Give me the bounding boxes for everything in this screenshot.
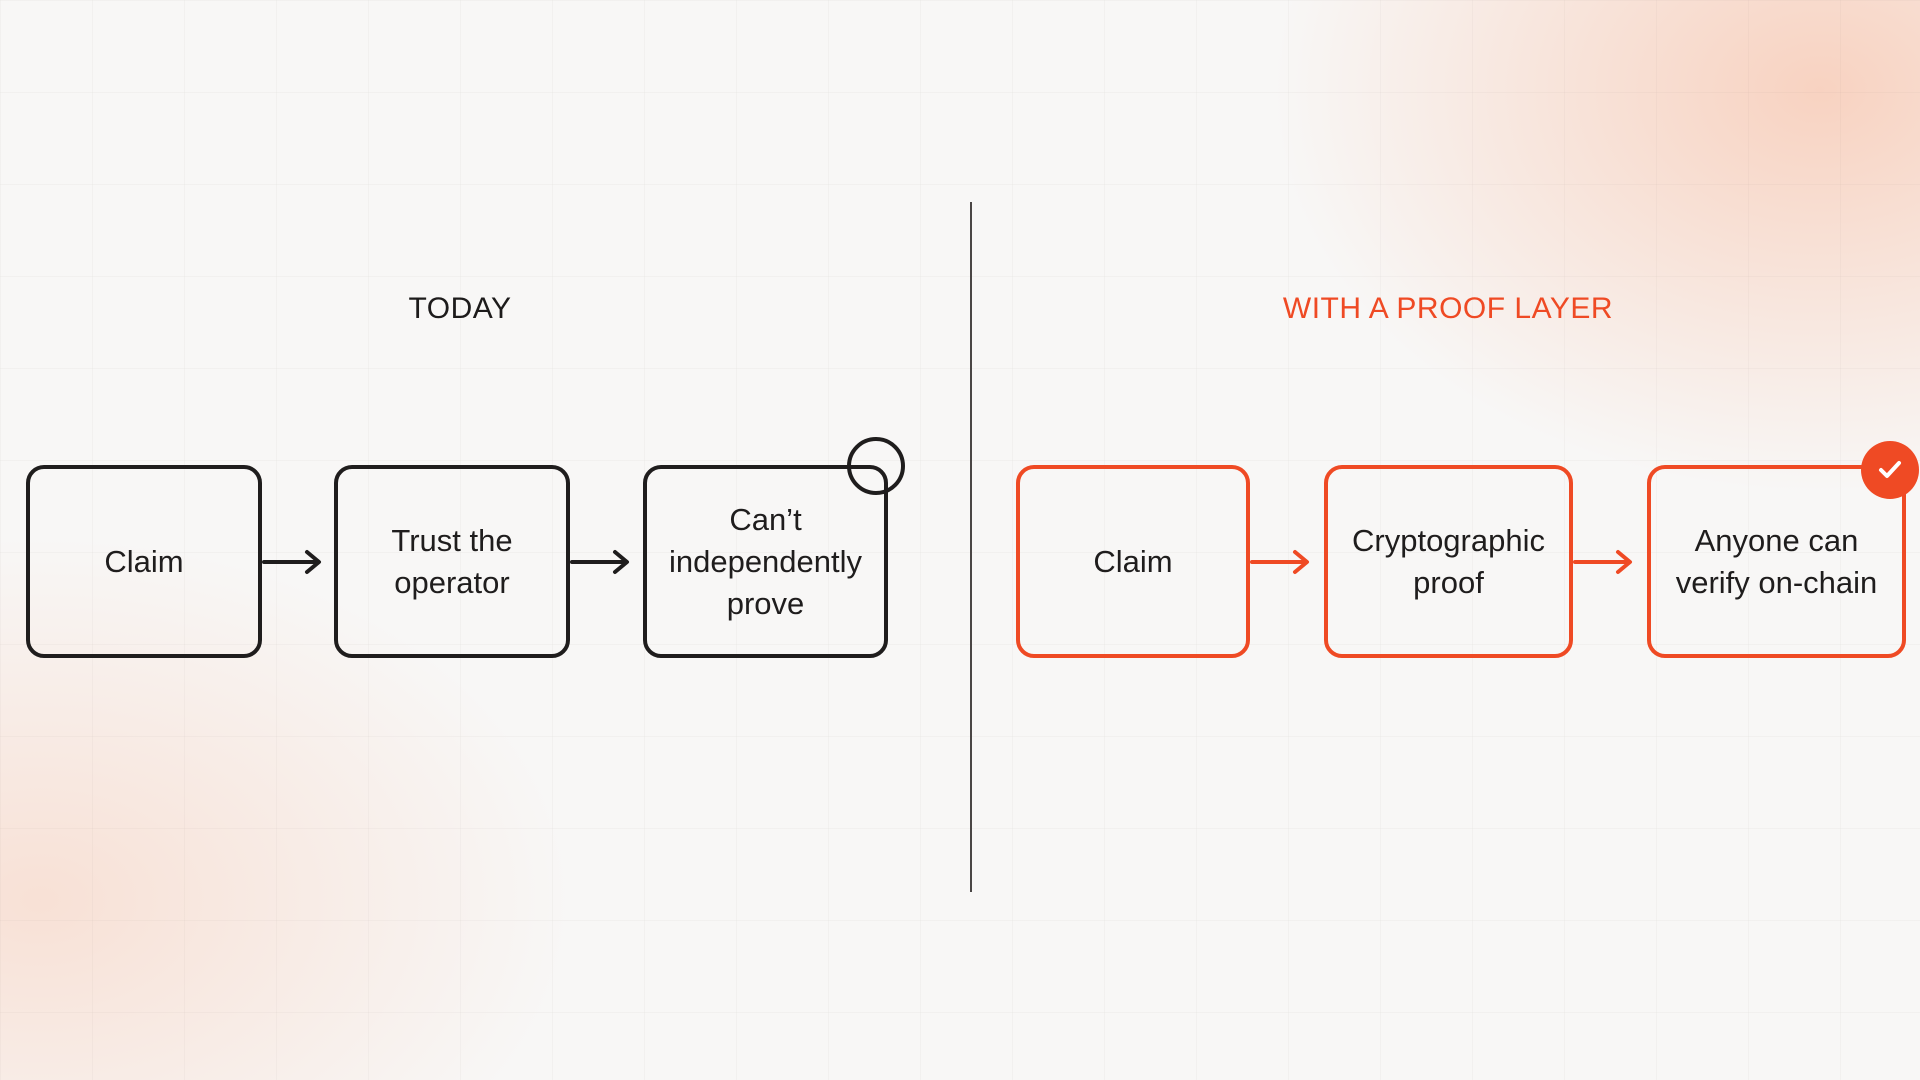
proof-step-cryptographic-proof: Cryptographic proof: [1324, 465, 1573, 658]
proof-step-verify-on-chain-label: Anyone can verify on-chain: [1675, 522, 1878, 600]
today-step-trust-operator: Trust the operator: [334, 465, 570, 658]
arrow-right-icon: [570, 550, 629, 574]
today-step-trust-operator-label: Trust the operator: [391, 522, 513, 600]
proof-arrow-2: [1573, 547, 1635, 577]
proof-layer-title: WITH A PROOF LAYER: [1282, 292, 1614, 325]
proof-step-verify-on-chain: Anyone can verify on-chain: [1647, 465, 1906, 658]
arrow-right-icon: [1573, 550, 1632, 574]
proof-step-claim-label: Claim: [1093, 543, 1173, 579]
today-step-cant-prove-label: Can’t independently prove: [668, 501, 863, 621]
proof-step-cryptographic-proof-label: Cryptographic proof: [1352, 522, 1545, 600]
today-arrow-1: [262, 547, 324, 577]
today-arrow-2: [570, 547, 632, 577]
today-step-cant-prove: Can’t independently prove: [643, 465, 888, 658]
arrow-right-icon: [262, 550, 321, 574]
arrow-right-icon: [1250, 550, 1309, 574]
checkmark-badge-icon: [1861, 441, 1919, 499]
today-step-claim: Claim: [26, 465, 262, 658]
section-divider: [970, 202, 972, 892]
proof-step-claim: Claim: [1016, 465, 1250, 658]
empty-circle-icon: [847, 437, 905, 495]
proof-arrow-1: [1250, 547, 1312, 577]
today-step-claim-label: Claim: [104, 543, 184, 579]
check-icon: [1879, 461, 1901, 478]
today-title: TODAY: [408, 292, 512, 325]
